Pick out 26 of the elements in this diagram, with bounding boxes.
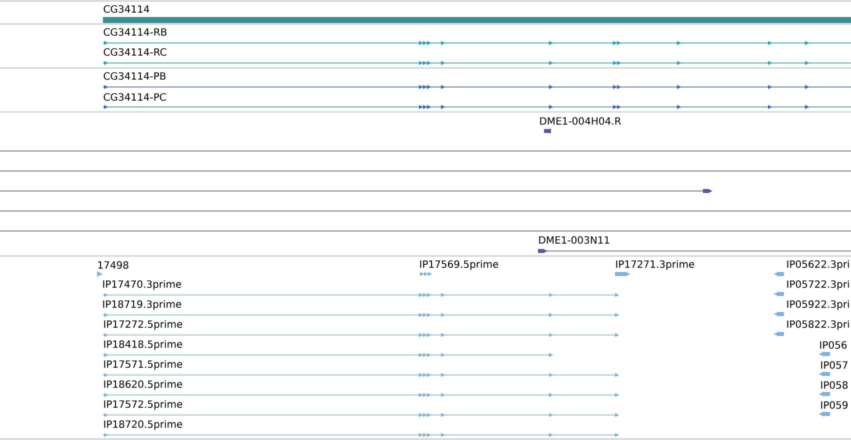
feature-label: IP05822.3pri: [787, 320, 849, 330]
feature-label: CG34114-PB: [104, 72, 166, 80]
feature-label: IP18418.5prime: [104, 340, 182, 350]
feature-label: 17498: [98, 261, 128, 269]
feature-label: IP17572.5prime: [104, 400, 182, 410]
feature-label: IP05922.3pri: [787, 300, 849, 310]
feature-label: IP17271.3prime: [616, 260, 694, 270]
feature-label: IP17569.5prime: [420, 260, 498, 270]
feature-label: IP17272.5prime: [104, 320, 182, 330]
feature-label: IP18719.3prime: [103, 300, 182, 310]
feature-label: IP056: [820, 341, 847, 349]
feature-label: IP05622.3pri: [787, 260, 849, 270]
feature-label: CG34114-RC: [104, 48, 166, 56]
feature-label: IP05722.3pri: [787, 280, 849, 290]
feature-label: IP17470.3prime: [103, 280, 182, 290]
feature-label: IP058: [821, 381, 848, 389]
feature-label: IP059: [821, 401, 848, 409]
feature-label: IP18720.5prime: [104, 420, 182, 430]
feature-label: IP057: [821, 361, 848, 369]
feature-label: DME1-003N11: [539, 236, 610, 244]
feature-label: DME1-004H04.R: [540, 117, 621, 125]
feature-label: CG34114-PC: [104, 93, 166, 101]
feature-label: IP18620.5prime: [104, 380, 182, 390]
feature-label: CG34114: [104, 5, 150, 13]
feature-label: IP17571.5prime: [104, 360, 182, 370]
feature-label: CG34114-RB: [104, 28, 166, 36]
